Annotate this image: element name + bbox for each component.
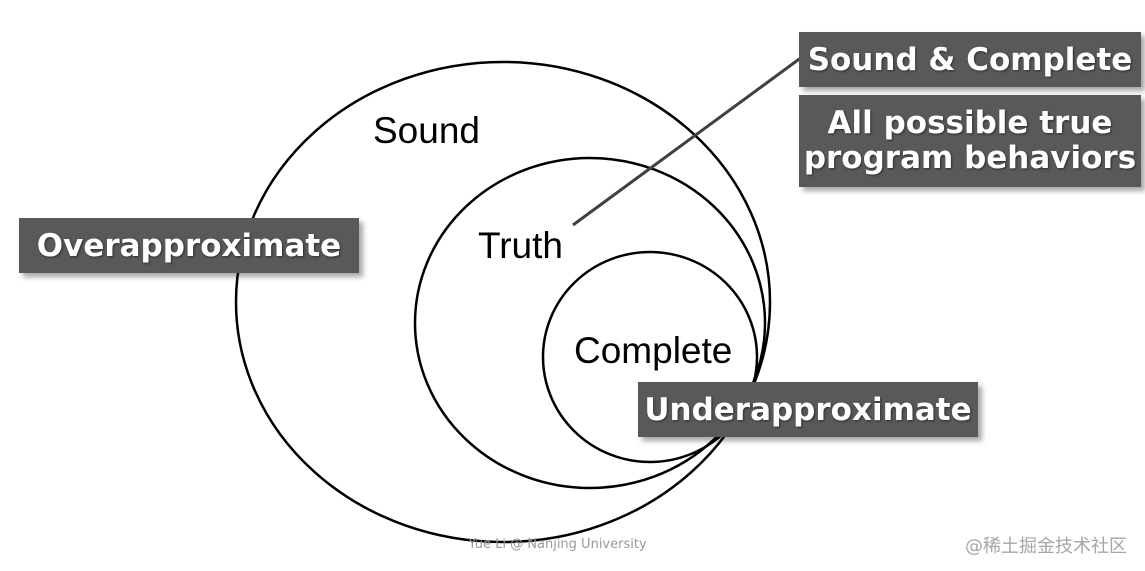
source-watermark: @稀土掘金技术社区 — [965, 536, 1127, 557]
sound-circle — [234, 60, 772, 544]
true-behaviors-line1: All possible true — [827, 105, 1113, 141]
underapproximate-callout: Underapproximate — [638, 382, 978, 437]
underapproximate-text: Underapproximate — [644, 391, 972, 428]
sound-and-complete-text: Sound & Complete — [807, 41, 1133, 78]
complete-circle — [541, 250, 759, 464]
author-credit: Yue Li @ Nanjing University — [468, 537, 647, 552]
overapproximate-text: Overapproximate — [36, 227, 342, 264]
overapproximate-callout: Overapproximate — [19, 218, 359, 273]
truth-label: Truth — [478, 225, 563, 266]
truth-pointer-line — [572, 55, 803, 227]
truth-circle — [413, 156, 767, 490]
sound-label: Sound — [373, 110, 480, 151]
true-behaviors-line2: program behaviors — [803, 140, 1137, 176]
true-behaviors-callout: All possible true program behaviors — [799, 95, 1141, 187]
sound-and-complete-callout: Sound & Complete — [799, 32, 1141, 87]
complete-label: Complete — [574, 330, 732, 371]
